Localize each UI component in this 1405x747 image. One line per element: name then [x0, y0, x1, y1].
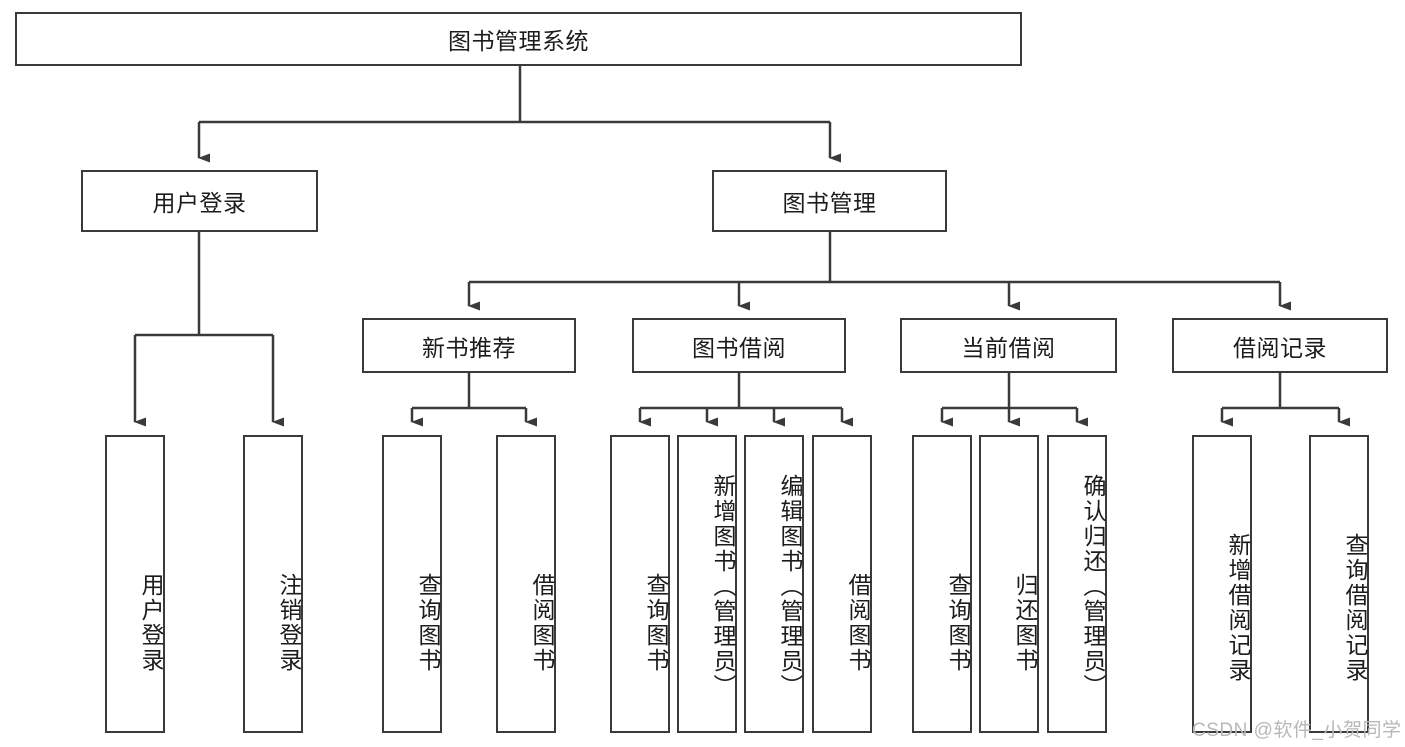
- leaf-recommend-query-book[interactable]: 查询图书: [382, 435, 442, 733]
- leaf-record-add-record[interactable]: 新增借阅记录: [1192, 435, 1252, 733]
- node-label: 归还图书: [1012, 573, 1038, 673]
- node-label: 查询图书: [643, 573, 669, 673]
- leaf-current-query-book[interactable]: 查询图书: [912, 435, 972, 733]
- leaf-user-login-signin[interactable]: 用户登录: [105, 435, 165, 733]
- node-label: 查询图书: [945, 573, 971, 673]
- leaf-user-login-signout[interactable]: 注销登录: [243, 435, 303, 733]
- node-label: 新增借阅记录: [1225, 533, 1251, 683]
- node-label: 图书管理系统: [448, 28, 589, 54]
- node-label: 借阅记录: [1233, 334, 1327, 361]
- node-label: 注销登录: [276, 573, 302, 673]
- node-label: 新增图书（管理员）: [710, 473, 736, 699]
- node-root-system[interactable]: 图书管理系统: [15, 12, 1022, 66]
- node-borrow-record[interactable]: 借阅记录: [1172, 318, 1388, 373]
- node-label: 图书管理: [782, 190, 877, 216]
- leaf-borrow-borrow-book[interactable]: 借阅图书: [812, 435, 872, 733]
- node-label: 编辑图书（管理员）: [777, 473, 803, 699]
- node-book-borrow[interactable]: 图书借阅: [632, 318, 846, 373]
- node-label: 用户登录: [138, 573, 164, 673]
- node-label: 新书推荐: [422, 334, 516, 361]
- leaf-record-query-record[interactable]: 查询借阅记录: [1309, 435, 1369, 733]
- node-label: 借阅图书: [529, 573, 555, 673]
- node-label: 查询图书: [415, 573, 441, 673]
- node-label: 当前借阅: [961, 334, 1056, 361]
- node-book-management[interactable]: 图书管理: [712, 170, 947, 232]
- csdn-watermark: CSDN @软件_小贺同学: [1192, 720, 1402, 741]
- leaf-borrow-edit-book-admin[interactable]: 编辑图书（管理员）: [744, 435, 804, 733]
- leaf-current-confirm-return-admin[interactable]: 确认归还（管理员）: [1047, 435, 1107, 733]
- node-label: 确认归还（管理员）: [1080, 473, 1106, 699]
- leaf-borrow-add-book-admin[interactable]: 新增图书（管理员）: [677, 435, 737, 733]
- node-label: 用户登录: [152, 190, 247, 216]
- leaf-recommend-borrow-book[interactable]: 借阅图书: [496, 435, 556, 733]
- node-label: 图书借阅: [692, 334, 786, 361]
- node-label: 查询借阅记录: [1342, 533, 1368, 683]
- leaf-current-return-book[interactable]: 归还图书: [979, 435, 1039, 733]
- node-label: 借阅图书: [845, 573, 871, 673]
- node-new-book-recommend[interactable]: 新书推荐: [362, 318, 576, 373]
- leaf-borrow-query-book[interactable]: 查询图书: [610, 435, 670, 733]
- node-current-borrow[interactable]: 当前借阅: [900, 318, 1117, 373]
- node-user-login[interactable]: 用户登录: [81, 170, 318, 232]
